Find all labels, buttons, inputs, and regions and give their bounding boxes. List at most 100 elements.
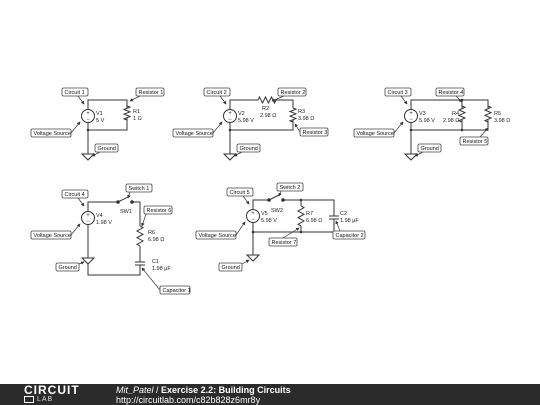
callout-resistor7[interactable]: Resistor 7: [268, 237, 298, 247]
callout-vs4[interactable]: Voltage Source: [30, 230, 72, 240]
callout-vs3[interactable]: Voltage Source: [353, 128, 395, 138]
callout-resistor3[interactable]: Resistor 3: [299, 127, 329, 137]
sw1-switch-icon[interactable]: [116, 195, 134, 204]
plus-glyph: +: [251, 211, 255, 217]
callout-resistor6[interactable]: Resistor 6: [143, 205, 173, 215]
circuit2-top-wire: [229, 99, 258, 110]
c2-capacitor-icon[interactable]: [329, 215, 339, 220]
callout-switch2[interactable]: Switch 2: [276, 182, 304, 192]
v5-voltage-source-icon[interactable]: +−: [246, 209, 260, 224]
v3-name: V3: [419, 111, 426, 117]
gnd3-ground-icon[interactable]: [403, 153, 419, 161]
circuit-url[interactable]: http://circuitlab.com/c82b828z6mr8y: [116, 395, 261, 405]
v3-value: 5.98 V: [419, 118, 435, 124]
callout-vs5[interactable]: Voltage Source: [195, 230, 237, 240]
leader-arrow: [278, 190, 282, 197]
gnd4-ground-icon[interactable]: [80, 257, 96, 265]
callout-gnd3[interactable]: Ground: [417, 143, 442, 153]
sw2-switch-icon[interactable]: [267, 193, 285, 202]
v4-voltage-source-icon[interactable]: +−: [81, 211, 95, 226]
circuit4-top-wire: [87, 201, 117, 212]
callout-resistor2-text: Resistor 2: [281, 90, 306, 96]
circuit2-bottom-wire: [229, 120, 294, 131]
author-name[interactable]: Mit_Patel: [116, 385, 154, 395]
gnd5-ground-icon[interactable]: [245, 254, 261, 262]
circuit1-bottom-wire: [87, 118, 128, 131]
leader-arrow: [233, 151, 243, 157]
leader-arrow: [212, 121, 223, 134]
callout-circuit5-text: Circuit 5: [230, 190, 250, 196]
callout-vs2-text: Voltage Source: [176, 131, 213, 137]
circuit5-sw-r7-wire: [283, 199, 302, 206]
callout-resistor1[interactable]: Resistor 1: [135, 87, 165, 97]
c1-value: 1.98 µF: [152, 266, 171, 272]
leader-arrow: [70, 121, 81, 134]
r3-resistor-icon[interactable]: [288, 107, 298, 123]
junction-dot: [409, 128, 413, 132]
callout-circuit2[interactable]: Circuit 2: [203, 87, 231, 97]
callout-circuit1[interactable]: Circuit 1: [61, 87, 89, 97]
minus-glyph: −: [86, 219, 90, 225]
callout-resistor5[interactable]: Resistor 5: [459, 136, 489, 146]
callout-circuit4[interactable]: Circuit 4: [61, 189, 89, 199]
r4-resistor-icon[interactable]: [457, 105, 467, 123]
junction-dot: [460, 128, 464, 132]
c1-capacitor-icon[interactable]: [135, 261, 145, 266]
v4-name: V4: [96, 213, 103, 219]
v2-voltage-source-icon[interactable]: +−: [223, 109, 237, 124]
circuit4-right-wire: [133, 201, 141, 226]
r5-name: R5: [494, 111, 501, 117]
gnd2-ground-icon[interactable]: [222, 153, 238, 161]
callout-resistor4-text: Resistor 4: [439, 90, 464, 96]
leader-arrow: [77, 95, 85, 105]
callout-resistor4[interactable]: Resistor 4: [435, 87, 465, 97]
callout-circuit5[interactable]: Circuit 5: [226, 187, 254, 197]
v3-voltage-source-icon[interactable]: +−: [404, 109, 418, 124]
callout-capacitor1[interactable]: Capacitor 1: [159, 285, 191, 295]
callout-gnd4[interactable]: Ground: [55, 262, 80, 272]
r5-resistor-icon[interactable]: [483, 105, 493, 123]
r2-resistor-icon[interactable]: [257, 95, 277, 105]
junction-dot: [228, 128, 232, 132]
callout-resistor6-text: Resistor 6: [147, 208, 172, 214]
callout-vs1[interactable]: Voltage Source: [30, 128, 72, 138]
leader-arrow: [242, 195, 250, 205]
callout-gnd1[interactable]: Ground: [94, 143, 119, 153]
callout-switch1[interactable]: Switch 1: [125, 183, 153, 193]
minus-glyph: −: [409, 117, 413, 123]
v2-value: 5.98 V: [238, 118, 254, 124]
leader-arrow: [400, 95, 408, 105]
circuit5-right-bottom-wire: [300, 219, 335, 233]
leader-arrow: [219, 95, 227, 105]
leader-arrow: [141, 267, 161, 291]
callout-gnd2[interactable]: Ground: [236, 143, 261, 153]
gnd1-ground-icon[interactable]: [80, 153, 96, 161]
r6-resistor-icon[interactable]: [135, 225, 145, 247]
callout-circuit3[interactable]: Circuit 3: [384, 87, 412, 97]
callout-gnd4-text: Ground: [59, 265, 77, 271]
r3-name: R3: [298, 109, 305, 115]
callout-capacitor2[interactable]: Capacitor 2: [332, 230, 366, 240]
callout-gnd5[interactable]: Ground: [218, 262, 243, 272]
v2-name: V2: [238, 111, 245, 117]
callout-resistor5-text: Resistor 5: [463, 139, 488, 145]
r1-resistor-icon[interactable]: [122, 105, 132, 121]
logo-word-circuit: CIRCUIT: [24, 383, 80, 397]
circuit5-top-wire: [252, 199, 268, 210]
v1-voltage-source-icon[interactable]: +−: [81, 109, 95, 124]
plus-glyph: +: [86, 213, 90, 219]
callout-gnd2-text: Ground: [240, 146, 258, 152]
leader-arrow: [91, 151, 101, 157]
circuit-title: Exercise 2.2: Building Circuits: [161, 385, 291, 395]
r2-value: 2.98 Ω: [260, 113, 276, 119]
leader-arrow: [393, 121, 404, 134]
r7-resistor-icon[interactable]: [296, 205, 306, 227]
callout-resistor3-text: Resistor 3: [303, 130, 328, 136]
circuitlab-logo[interactable]: CIRCUIT LAB: [24, 383, 80, 405]
circuit1-top-wire: [87, 99, 128, 110]
c1-name: C1: [152, 259, 159, 265]
r7-value: 6.98 Ω: [306, 218, 322, 224]
callout-vs2[interactable]: Voltage Source: [172, 128, 214, 138]
callout-vs3-text: Voltage Source: [357, 131, 394, 137]
callout-resistor2[interactable]: Resistor 2: [277, 87, 307, 97]
